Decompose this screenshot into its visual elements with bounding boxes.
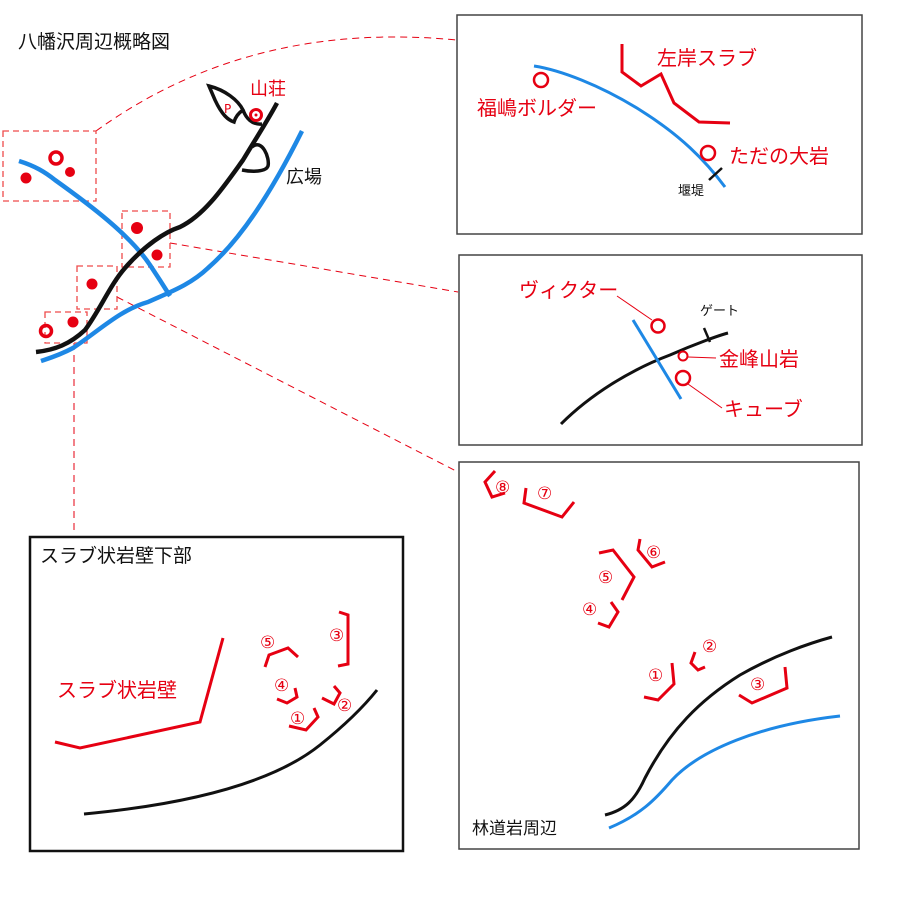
road [559, 331, 729, 426]
boulder-number: ① [648, 666, 663, 686]
inset-frame [458, 254, 863, 446]
just-big-rock-marker[interactable] [699, 144, 717, 162]
boulder-number: ④ [274, 676, 289, 696]
inset-left-bank: 左岸スラブ 福嶋ボルダー ただの大岩 堰堤 [456, 14, 863, 235]
kinpozan-rock-marker[interactable] [677, 350, 689, 362]
boulder-number: ⑤ [260, 633, 275, 653]
victor-leader [616, 295, 653, 321]
area-box-left-bank[interactable] [2, 130, 97, 202]
slab-wall-outline [54, 637, 225, 750]
boulder-outline[interactable] [689, 651, 706, 672]
left-bank-slab-label: 左岸スラブ [657, 46, 757, 70]
boulder-number: ⑤ [598, 568, 613, 588]
inset-frame [456, 14, 863, 235]
inset-title: 林道岩周辺 [472, 819, 557, 839]
overview-map: P 山荘 広場 [2, 79, 322, 364]
boulder-number: ③ [329, 626, 344, 646]
boulder-outline[interactable] [321, 685, 342, 706]
area-box-gate[interactable] [121, 210, 171, 268]
inset-leader-lines [73, 36, 459, 534]
boulder-marker[interactable] [20, 172, 32, 184]
plaza-label: 広場 [286, 167, 322, 188]
boulder-outline[interactable] [522, 487, 576, 519]
leader-to-left-bank-inset [95, 36, 457, 132]
boulder-marker[interactable] [65, 167, 75, 177]
fukushima-boulder-marker[interactable] [532, 71, 550, 89]
kinpozan-rock-leader [687, 356, 717, 359]
overview-boulders [20, 150, 163, 339]
left-bank-slab-outline [620, 44, 731, 125]
forest-road [35, 101, 279, 355]
victor-label: ヴィクター [519, 278, 618, 302]
leader-to-gate-inset [169, 242, 459, 293]
inset-title: スラブ状岩壁下部 [40, 544, 192, 567]
road [83, 689, 379, 816]
boulder-marker[interactable] [86, 278, 98, 290]
victor-marker[interactable] [650, 318, 666, 334]
boulder-marker[interactable] [48, 150, 64, 166]
boulder-number: ② [702, 637, 717, 657]
cube-leader [687, 383, 723, 409]
road [604, 635, 833, 817]
boulder-number: ⑧ [495, 478, 510, 498]
map-title: 八幡沢周辺概略図 [18, 31, 170, 53]
river-tributary [18, 158, 172, 298]
weir-label: 堰堤 [678, 184, 704, 199]
kinpozan-rock-label: 金峰山岩 [719, 347, 799, 371]
fukushima-boulder-label: 福嶋ボルダー [477, 96, 597, 120]
inset-forest-road: 林道岩周辺 ① ② ③ ④ ⑤ ⑥ ⑦ ⑧ [458, 461, 860, 850]
boulder-marker[interactable] [151, 249, 163, 261]
boulder-number: ③ [750, 675, 765, 695]
boulder-number: ⑦ [537, 484, 552, 504]
boulder-outline[interactable] [288, 707, 320, 732]
boulder-outline[interactable] [263, 646, 300, 668]
inset-gate: ゲート ヴィクター 金峰山岩 キューブ [458, 254, 863, 446]
river [533, 64, 727, 188]
boulder-outline[interactable] [483, 469, 506, 499]
boulder-number: ④ [582, 600, 597, 620]
weir-mark [708, 167, 723, 181]
inset-slab-wall: スラブ状岩壁下部 スラブ状岩壁 ① ② ③ ④ ⑤ [28, 535, 405, 853]
plaza-loop [241, 143, 271, 173]
boulder-marker[interactable] [67, 316, 79, 328]
parking-icon: P [224, 102, 231, 116]
just-big-rock-label: ただの大岩 [729, 144, 829, 168]
boulder-outline[interactable] [598, 548, 636, 601]
boulder-number: ⑥ [646, 543, 661, 563]
gate-label: ゲート [700, 304, 739, 319]
leader-to-forest-road-inset [116, 296, 459, 473]
boulder-outline[interactable] [643, 662, 676, 702]
river-main [40, 129, 305, 364]
cube-label: キューブ [724, 397, 803, 421]
boulder-outline[interactable] [597, 601, 620, 629]
boulder-marker[interactable] [38, 323, 54, 339]
boulder-number: ① [290, 709, 305, 729]
boulder-marker[interactable] [131, 222, 143, 234]
lodge-dot [254, 113, 258, 117]
boulder-number: ② [337, 696, 352, 716]
boulder-outline[interactable] [738, 666, 789, 705]
boulder-outline[interactable] [636, 538, 666, 569]
boulder-outline[interactable] [337, 610, 350, 668]
cube-marker[interactable] [674, 369, 692, 387]
river [631, 319, 683, 400]
lodge-icon[interactable] [249, 108, 263, 122]
boulder-outline[interactable] [276, 687, 299, 705]
slab-wall-label: スラブ状岩壁 [57, 678, 177, 702]
parking-area [206, 83, 263, 126]
river [608, 714, 841, 830]
gate-mark [702, 327, 712, 343]
inset-frame [458, 461, 860, 850]
lodge-label: 山荘 [250, 79, 286, 100]
